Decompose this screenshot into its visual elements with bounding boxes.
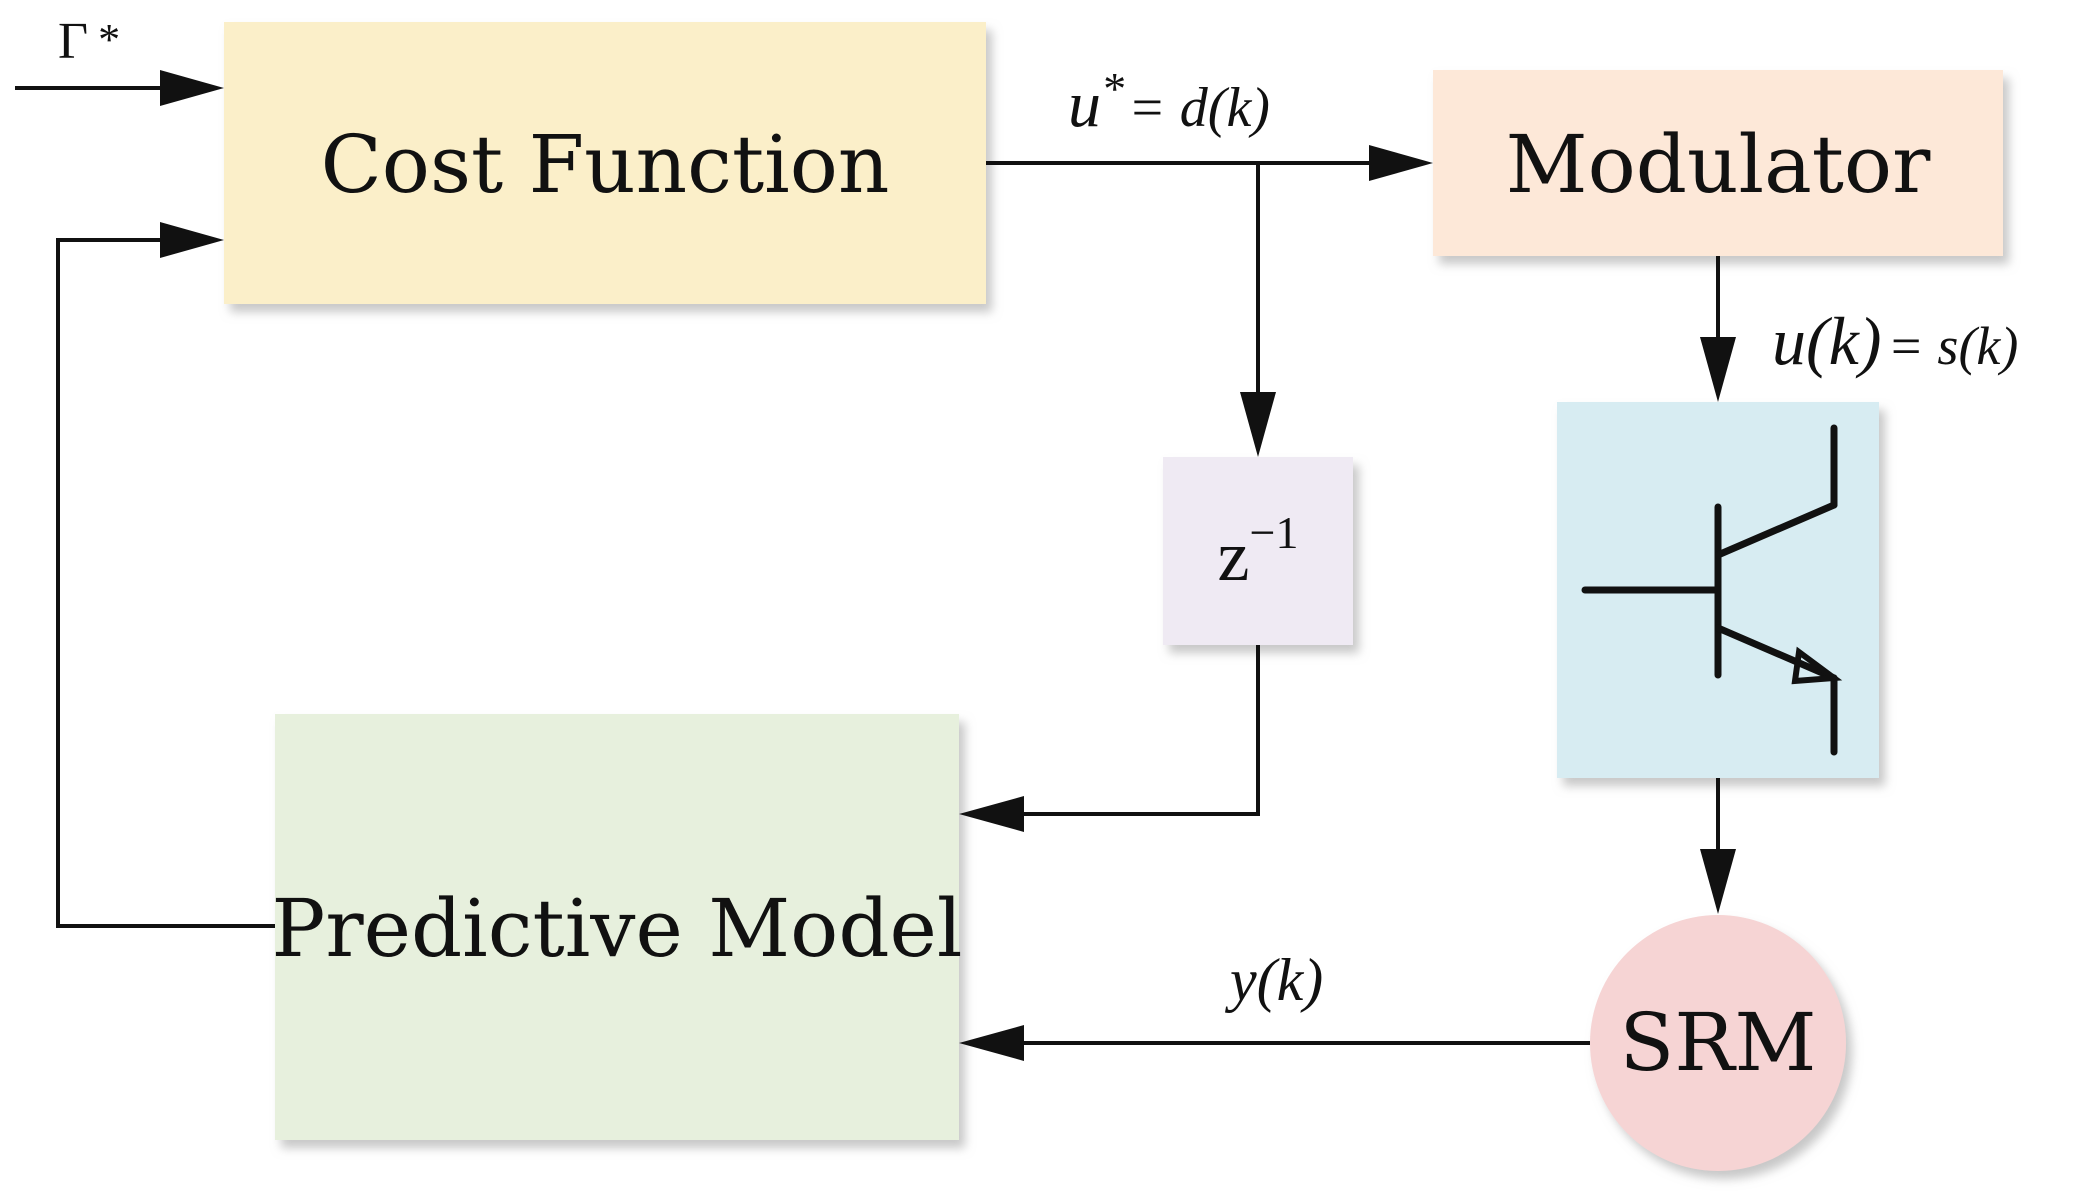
arrow-down-icon (1700, 849, 1736, 914)
arrow-down-icon (1240, 392, 1276, 457)
output-signal-label: y(k) (1224, 947, 1323, 1013)
cost-function-label: Cost Function (321, 118, 890, 211)
switch-state-label: u(k)= s(k) (1772, 303, 2018, 379)
reference-signal-label: Γ* (58, 13, 120, 70)
predictive-model-label: Predictive Model (272, 882, 963, 975)
srm-motor-block (1590, 915, 1846, 1171)
signal-lines (15, 86, 1720, 1045)
modulator-label: Modulator (1506, 118, 1931, 211)
arrow-right-icon (160, 222, 224, 258)
feedback-line (56, 238, 275, 928)
arrow-left-icon (959, 1025, 1024, 1061)
igbt-switch-icon (1581, 424, 1843, 756)
delay-base: z (1218, 516, 1250, 596)
delay-block (1163, 457, 1353, 645)
arrow-down-icon (1700, 337, 1736, 402)
delay-exponent: −1 (1250, 507, 1299, 558)
cost-function-block (224, 22, 986, 304)
arrow-right-icon (160, 70, 224, 106)
predictive-model-block (275, 714, 959, 1140)
arrowheads (160, 70, 1736, 1061)
arrow-left-icon (959, 796, 1024, 832)
optimal-input-label: u*= d(k) (1068, 63, 1270, 141)
delay-to-model-line (1008, 645, 1260, 816)
srm-label: SRM (1620, 996, 1817, 1089)
modulator-block (1433, 70, 2003, 256)
arrow-right-icon (1369, 145, 1433, 181)
delay-label: z−1 (1218, 507, 1299, 596)
